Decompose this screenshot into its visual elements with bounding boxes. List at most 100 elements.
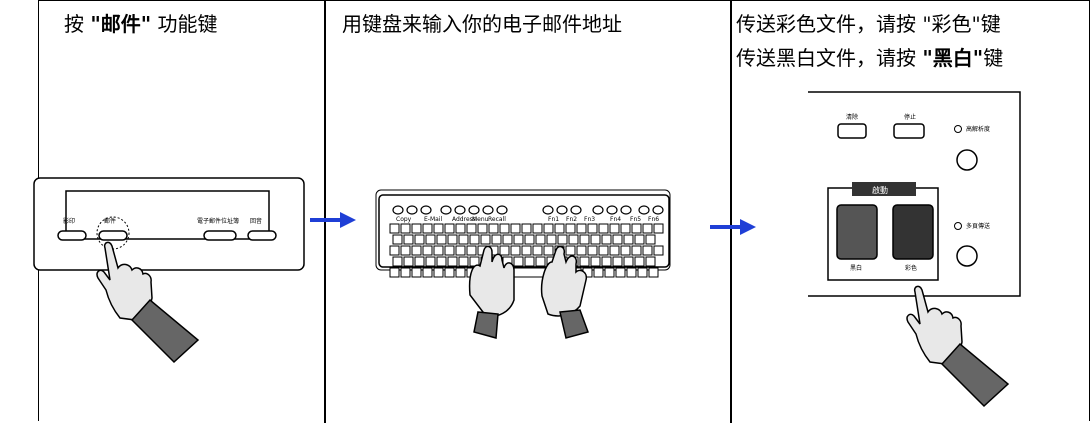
keyboard-key bbox=[499, 223, 510, 234]
keyboard-key bbox=[612, 256, 623, 267]
keyboard-key bbox=[411, 223, 422, 234]
keyboard-round-key bbox=[556, 205, 568, 215]
step1-caption-prefix: 按 bbox=[64, 12, 91, 36]
high-res-indicator bbox=[954, 125, 962, 133]
keyboard-round-key bbox=[454, 205, 466, 215]
step3-caption-line2: 传送黑白文件，请按 "黑白"键 bbox=[736, 46, 1003, 70]
keyboard-key bbox=[488, 223, 499, 234]
keyboard-key bbox=[598, 245, 609, 256]
keyboard-key bbox=[645, 234, 656, 245]
keyboard-key bbox=[620, 245, 631, 256]
keyboard-key bbox=[532, 223, 543, 234]
keyboard-round-key bbox=[592, 205, 604, 215]
keyboard-key bbox=[455, 245, 466, 256]
keyboard-key bbox=[532, 245, 543, 256]
keyboard-key bbox=[444, 223, 455, 234]
keyboard-key bbox=[612, 234, 623, 245]
keyboard-key bbox=[411, 267, 422, 278]
keyboard-key bbox=[590, 234, 601, 245]
keyboard-key bbox=[422, 223, 433, 234]
keyboard-key bbox=[579, 256, 590, 267]
keyboard-key bbox=[565, 223, 576, 234]
keyboard-key bbox=[389, 223, 400, 234]
keyboard-key bbox=[400, 245, 411, 256]
keyboard-key bbox=[422, 267, 433, 278]
pointing-hand-icon bbox=[96, 241, 200, 364]
stop-button-label: 停止 bbox=[904, 113, 916, 121]
multi-page-indicator bbox=[954, 222, 962, 230]
keyboard-key bbox=[469, 234, 480, 245]
keyboard-key bbox=[510, 223, 521, 234]
step1-caption-suffix: 功能键 bbox=[151, 12, 218, 36]
keyboard-key bbox=[565, 245, 576, 256]
keyboard-key bbox=[436, 256, 447, 267]
keyboard-key bbox=[491, 234, 502, 245]
keyboard-function-labels: Copy E-Mail Address Menu Recall Fn1 Fn2 … bbox=[396, 216, 659, 223]
lcd-screen bbox=[65, 190, 270, 240]
keyboard-key bbox=[436, 234, 447, 245]
keyboard-round-key bbox=[542, 205, 554, 215]
keyboard-key bbox=[535, 256, 546, 267]
keyboard-key bbox=[535, 234, 546, 245]
keyboard-key bbox=[579, 234, 590, 245]
print-key-label: 影印 bbox=[63, 217, 75, 225]
start-box-title-bg bbox=[852, 182, 916, 196]
keyboard-key bbox=[653, 245, 664, 256]
step3-caption-line1: 传送彩色文件，请按 "彩色"键 bbox=[736, 12, 1001, 36]
keyboard-round-key bbox=[392, 205, 404, 215]
keyboard-key bbox=[389, 245, 400, 256]
back-key bbox=[247, 230, 277, 241]
keyboard-key bbox=[634, 234, 645, 245]
keyboard-key bbox=[403, 234, 414, 245]
keyboard-key bbox=[513, 234, 524, 245]
keyboard-key bbox=[576, 245, 587, 256]
keyboard-key bbox=[458, 234, 469, 245]
step3-caption-line2-suffix: 键 bbox=[983, 46, 1004, 70]
keyboard-key bbox=[601, 234, 612, 245]
keyboard-key bbox=[623, 234, 634, 245]
high-res-button bbox=[956, 149, 978, 171]
keyboard-key bbox=[480, 234, 491, 245]
keyboard-key bbox=[502, 234, 513, 245]
keyboard-key bbox=[653, 223, 664, 234]
keyboard-key bbox=[648, 267, 659, 278]
keyboard-key bbox=[604, 267, 615, 278]
key-label-address: Address bbox=[452, 216, 476, 223]
keyboard-key bbox=[587, 223, 598, 234]
back-key-label: 回音 bbox=[250, 217, 262, 225]
pointing-hand-icon-2 bbox=[906, 285, 1010, 408]
keyboard-key bbox=[455, 223, 466, 234]
keyboard-key bbox=[609, 223, 620, 234]
keyboard-key bbox=[466, 223, 477, 234]
high-res-label: 高解析度 bbox=[966, 125, 990, 133]
keyboard-key bbox=[414, 256, 425, 267]
keyboard-key bbox=[524, 234, 535, 245]
email-address-key-label: 電子郵件位址簿 bbox=[197, 217, 239, 225]
keyboard-key bbox=[433, 267, 444, 278]
keyboard-key bbox=[433, 223, 444, 234]
keyboard-round-key bbox=[420, 205, 432, 215]
keyboard-key bbox=[433, 245, 444, 256]
key-label-fn2: Fn2 bbox=[566, 216, 577, 223]
keyboard-key bbox=[576, 223, 587, 234]
key-label-menu: Menu bbox=[472, 216, 489, 223]
keyboard-key bbox=[389, 267, 400, 278]
keyboard-key bbox=[543, 223, 554, 234]
clear-button-label: 清除 bbox=[846, 113, 858, 121]
keyboard-round-key bbox=[406, 205, 418, 215]
key-label-fn5: Fn5 bbox=[630, 216, 641, 223]
keyboard-key bbox=[499, 245, 510, 256]
keyboard-key bbox=[447, 234, 458, 245]
bw-start-button bbox=[836, 204, 878, 260]
keyboard-key bbox=[447, 256, 458, 267]
keyboard-key bbox=[637, 267, 648, 278]
key-label-fn1: Fn1 bbox=[548, 216, 559, 223]
keyboard-key bbox=[601, 256, 612, 267]
step1-caption-bold: "邮件" bbox=[90, 12, 152, 36]
step2-caption: 用键盘来输入你的电子邮件地址 bbox=[342, 12, 622, 36]
mail-key-label: 郵件 bbox=[104, 217, 116, 225]
keyboard-key bbox=[620, 223, 631, 234]
multi-page-button bbox=[956, 245, 978, 267]
keyboard-key bbox=[422, 245, 433, 256]
keyboard-key bbox=[392, 234, 403, 245]
